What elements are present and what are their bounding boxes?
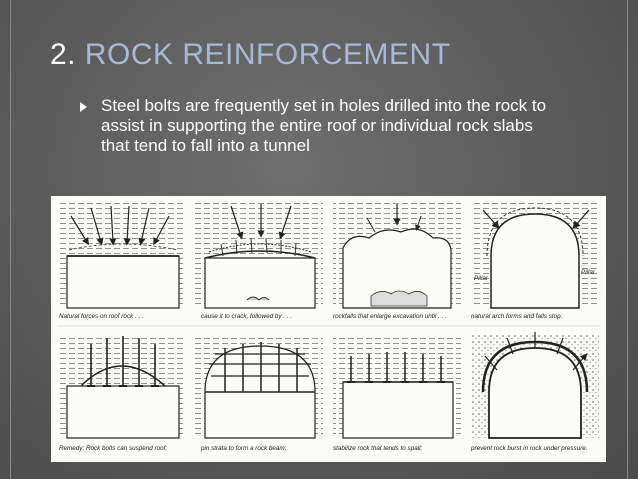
rock-reinforcement-diagram: Pillar Pillar Natural forces on roof roc…: [51, 196, 606, 462]
caption-rockfalls: rockfalls that enlarge excavation until …: [333, 313, 447, 320]
panel-natural-arch: Pillar Pillar: [471, 202, 599, 309]
pillar-label-right: Pillar: [581, 269, 596, 276]
left-vertical-rule: [10, 0, 11, 479]
caption-crack: cause it to crack, followed by . . .: [201, 313, 292, 320]
right-vertical-rule: [627, 0, 628, 479]
caption-natural-forces: Natural forces on roof rock . . .: [59, 313, 144, 320]
slide-title-number: 2.: [50, 38, 77, 71]
caption-rock-burst: prevent rock burst in rock under pressur…: [470, 445, 588, 452]
caption-stabilize: stabilize rock that tends to spall;: [333, 445, 423, 452]
triangle-right-bullet-icon: [80, 102, 87, 112]
panel-stabilize-spall: [333, 334, 461, 439]
panel-cracking: [195, 202, 323, 309]
panel-rockfalls: [333, 202, 461, 309]
panel-rock-beam: [195, 334, 323, 439]
caption-natural-arch: natural arch forms and falls stop.: [471, 313, 562, 320]
bullet-text: Steel bolts are frequently set in holes …: [101, 96, 547, 155]
panel-suspend-roof: [57, 334, 185, 439]
caption-remedy-suspend: Remedy: Rock bolts can suspend roof;: [59, 445, 167, 452]
slide-title-text: ROCK REINFORCEMENT: [84, 38, 451, 71]
slide-title: 2. ROCK REINFORCEMENT: [50, 38, 451, 72]
diagram-svg: Pillar Pillar Natural forces on roof roc…: [57, 202, 600, 452]
panel-rock-burst: [471, 332, 599, 439]
caption-rock-beam: pin strata to form a rock beam;: [200, 445, 287, 452]
pillar-label-left: Pillar: [474, 275, 489, 282]
panel-natural-forces: [57, 202, 185, 309]
